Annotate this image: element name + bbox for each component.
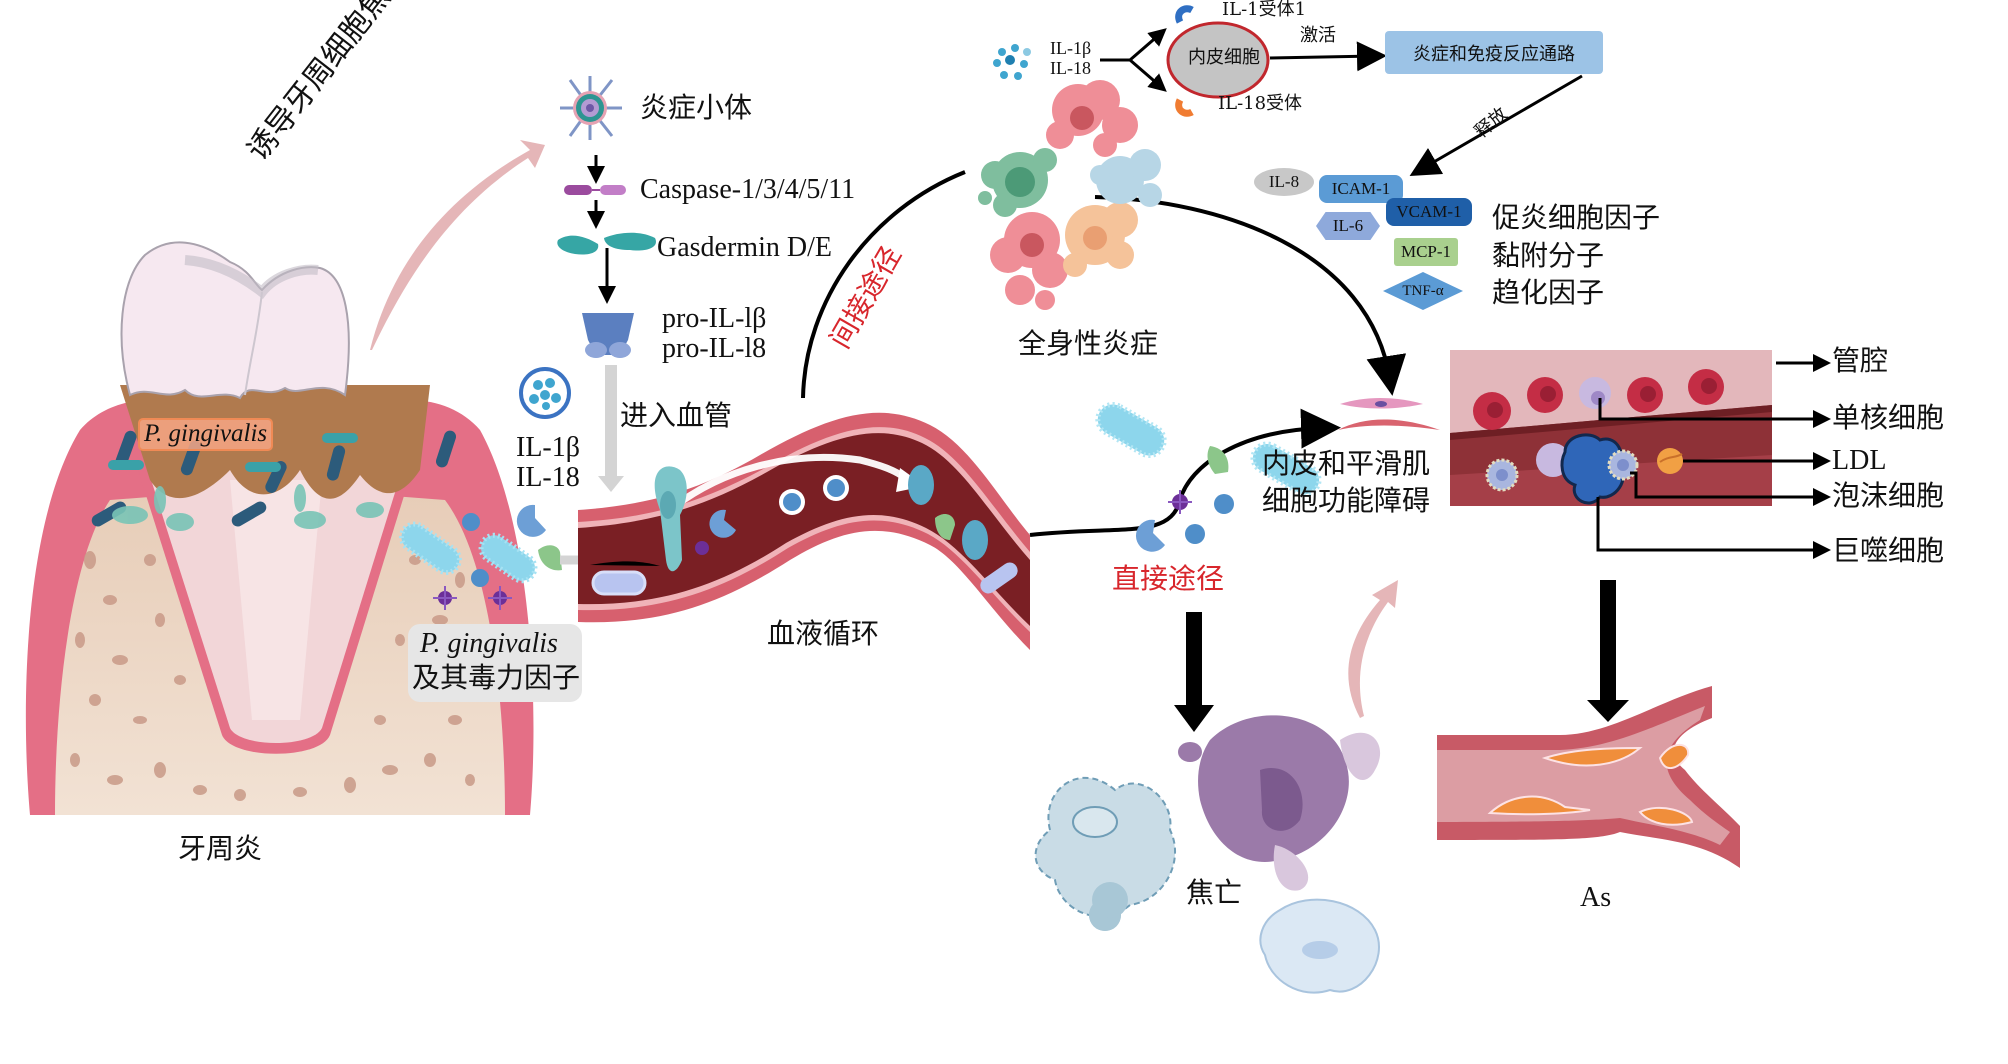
- systemic-inflammation-label: 全身性炎症: [1018, 327, 1159, 360]
- inflammation-immune-pathway-box: 炎症和免疫反应通路: [1385, 31, 1603, 74]
- virulence-label-box: [408, 624, 582, 702]
- periodontitis-illustration: [25, 241, 534, 815]
- top-il-1b-label: IL-1β: [1050, 38, 1092, 58]
- dental-calculus: [120, 385, 430, 499]
- category-chemokine: 趋化因子: [1492, 276, 1605, 309]
- enter-vessel-label: 进入血管: [620, 399, 733, 432]
- virulence-species-label: P. gingivalis: [420, 628, 558, 659]
- virulence-subtitle-label: 及其毒力因子: [412, 661, 581, 694]
- chip-il-8: IL-8: [1254, 168, 1314, 196]
- chip-mcp-1: MCP-1: [1394, 238, 1458, 266]
- gasdermin-icon: [557, 232, 656, 255]
- pyroptosis-cells: [1034, 715, 1381, 994]
- red-blood-cells: [1473, 369, 1724, 430]
- category-adhesion: 黏附分子: [1492, 239, 1605, 272]
- dysfunction-line1: 内皮和平滑肌: [1262, 447, 1431, 480]
- pink-arrow-pyroptosis: [1348, 580, 1398, 718]
- category-proinflammatory: 促炎细胞因子: [1492, 201, 1661, 234]
- dysfunction-line2: 细胞功能障碍: [1262, 484, 1431, 517]
- periodontitis-label: 牙周炎: [178, 832, 263, 865]
- inflammasome-label: 炎症小体: [640, 91, 753, 124]
- direct-path-factors: [1095, 402, 1322, 552]
- endothelial-cell-label: 内皮细胞: [1188, 47, 1260, 68]
- released-il-1b-label: IL-1β: [516, 432, 580, 463]
- atherosclerosis-vessel: [1437, 686, 1740, 868]
- tooth-crown: [120, 241, 350, 400]
- direct-path-label: 直接途径: [1112, 562, 1225, 595]
- bacteria-tag: P. gingivalis: [138, 418, 274, 451]
- pyroptosis-label: 焦亡: [1186, 876, 1243, 909]
- label-macrophage: 巨噬细胞: [1832, 534, 1945, 567]
- teal-bacteria: [108, 433, 358, 472]
- pro-il-icon: [582, 313, 634, 358]
- top-il-18-label: IL-18: [1050, 58, 1091, 78]
- bone-pores: [70, 551, 476, 801]
- label-monocyte: 单核细胞: [1832, 401, 1945, 434]
- label-ldl: LDL: [1832, 445, 1887, 476]
- chip-vcam-1: VCAM-1: [1386, 198, 1472, 226]
- endothelial-smooth-muscle-icon: [1338, 398, 1440, 430]
- macrophage: [1560, 433, 1625, 505]
- il-18-receptor-label: IL-18受体: [1218, 93, 1303, 114]
- atherosclerosis-label: As: [1580, 882, 1612, 913]
- plaque-panel: [1450, 350, 1772, 506]
- gasdermin-label: Gasdermin D/E: [657, 232, 832, 263]
- il-dots-icon: [993, 44, 1031, 80]
- label-foam-cell: 泡沫细胞: [1832, 479, 1945, 512]
- caspase-label: Caspase-1/3/4/5/11: [640, 174, 856, 205]
- label-lumen: 管腔: [1832, 344, 1889, 377]
- inflammasome-icon: [560, 76, 622, 140]
- pro-il-1b-label: pro-IL-lβ: [662, 303, 767, 334]
- activate-label: 激活: [1300, 25, 1336, 46]
- circulation-label: 血液循环: [767, 617, 880, 650]
- endothelial-cell-shape: [1166, 21, 1270, 99]
- blood-vessel: [578, 412, 1030, 650]
- caspase-icon: [564, 185, 626, 195]
- virulence-factors-icons: [398, 504, 562, 610]
- ldl-particle: [1657, 448, 1683, 474]
- indirect-path-curve: [801, 170, 966, 399]
- pink-arrow-induce: [370, 140, 545, 350]
- systemic-inflammation-cells: [978, 80, 1162, 310]
- il-1-receptor-label: IL-1受体1: [1222, 0, 1307, 20]
- pro-il-18-label: pro-IL-l8: [662, 333, 767, 364]
- il-vesicle-icon: [519, 367, 571, 419]
- released-il-18-label: IL-18: [516, 462, 580, 493]
- panel-pointers: [1596, 354, 1831, 559]
- chip-il-6: IL-6: [1316, 212, 1380, 240]
